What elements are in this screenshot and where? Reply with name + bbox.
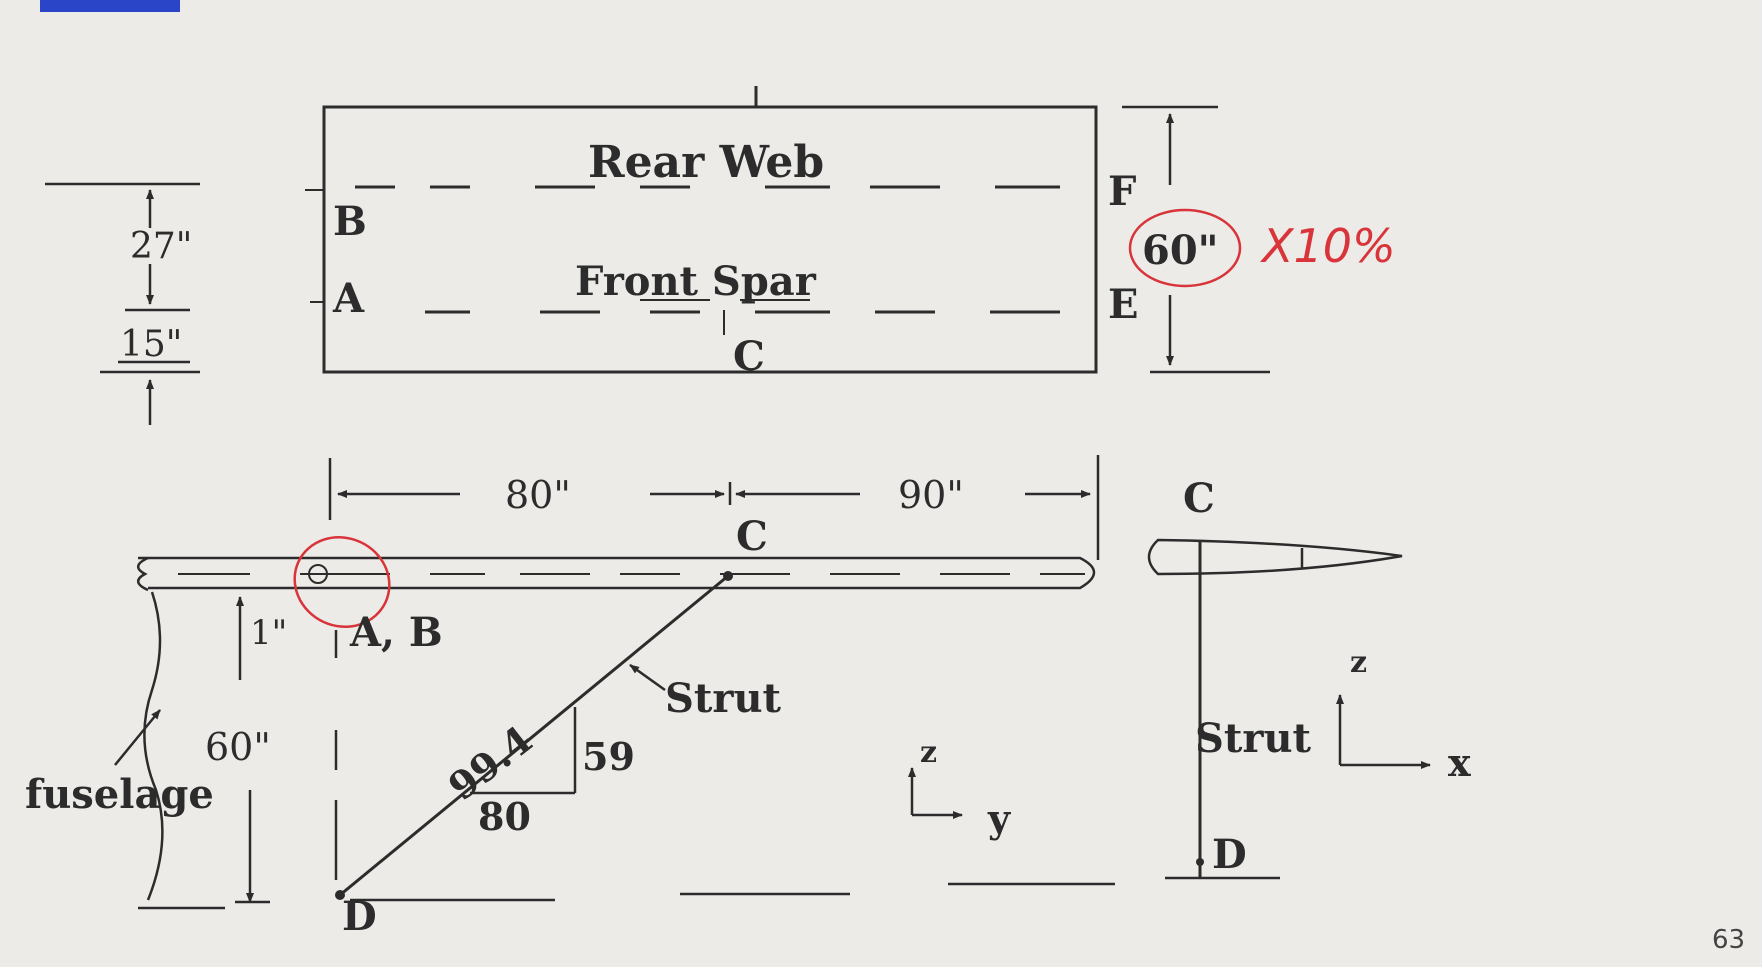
point-c-side-label: C — [736, 513, 768, 560]
front-d-joint — [1196, 858, 1204, 866]
point-f-label: F — [1108, 168, 1136, 215]
dim-90-label: 90" — [898, 473, 964, 517]
ab-label: A, B — [349, 609, 443, 656]
point-d-front-label: D — [1212, 831, 1247, 878]
dim-1-label: 1" — [250, 613, 287, 653]
point-c-joint — [723, 571, 733, 581]
point-b-label: B — [333, 198, 367, 245]
right-dimension — [1122, 105, 1270, 374]
span-dimension — [328, 455, 1100, 560]
red-circle-60 — [1128, 208, 1242, 288]
rear-web-label: Rear Web — [588, 137, 824, 188]
wing-side — [114, 556, 1115, 910]
dim-80-label: 80" — [505, 473, 571, 517]
point-d-side-label: D — [342, 893, 377, 940]
strut-label: Strut — [665, 675, 782, 722]
fuselage-label: fuselage — [25, 771, 214, 818]
front-axis-z-label: z — [1350, 645, 1367, 680]
side-axes — [908, 767, 963, 819]
point-a-label: A — [332, 275, 365, 322]
triangle-vert-label: 59 — [582, 734, 635, 779]
dim-27-label: 27" — [130, 226, 192, 267]
point-c-front-label: C — [1183, 475, 1215, 522]
fuselage-outline — [143, 591, 164, 901]
side-axis-y-label: y — [987, 796, 1011, 841]
strut-front-label: Strut — [1195, 715, 1312, 762]
strut-pointer — [629, 663, 666, 692]
airfoil-section — [1147, 538, 1403, 576]
screen-artifact — [40, 0, 180, 12]
top-view — [305, 86, 1098, 374]
front-axes — [1336, 694, 1431, 769]
point-e-label: E — [1108, 281, 1139, 328]
side-axis-z-label: z — [920, 735, 937, 770]
fuselage-pointer — [114, 709, 161, 766]
front-spar-label: Front Spar — [575, 258, 817, 305]
ab-joint-circle — [308, 564, 328, 584]
strut-line — [339, 574, 729, 897]
front-axis-x-label: x — [1448, 740, 1471, 785]
wing-profile — [138, 556, 1096, 590]
page-number: 63 — [1712, 925, 1745, 955]
dim-60-height-label: 60" — [205, 725, 271, 769]
dim-15-label: 15" — [120, 324, 182, 365]
red-circle-ab — [293, 536, 391, 628]
dim-60-wing-label: 60" — [1142, 227, 1219, 274]
fuselage-break — [137, 556, 149, 592]
point-d-joint — [335, 890, 345, 900]
handwritten-note: X10% — [1260, 219, 1396, 273]
triangle-base-label: 80 — [478, 794, 531, 839]
point-c-top-label: C — [733, 333, 765, 380]
front-view — [1147, 538, 1403, 880]
wing-planform — [322, 105, 1098, 374]
left-dimension — [45, 182, 200, 425]
